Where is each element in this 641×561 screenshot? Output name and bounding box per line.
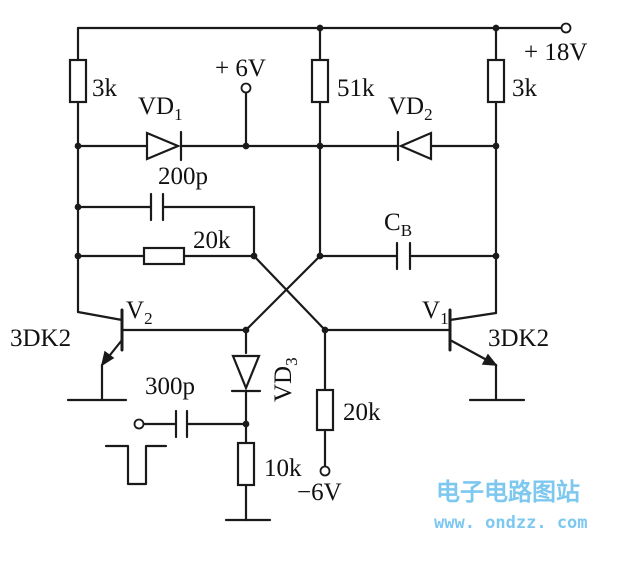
- watermark-title: 电子电路图站: [436, 478, 580, 506]
- label-c-200p: 200p: [158, 163, 208, 190]
- input-pulse-waveform: [104, 444, 168, 486]
- label-cb: CB: [384, 209, 412, 240]
- terminal-neg6v: [319, 465, 331, 477]
- label-r-20k-right: 20k: [343, 399, 381, 426]
- terminal-input: [133, 418, 145, 430]
- label-r-left-top: 3k: [92, 75, 118, 102]
- resistor-3k-right: [486, 58, 506, 104]
- label-r-mid-top: 51k: [337, 75, 375, 102]
- label-vd1: VD1: [138, 93, 183, 124]
- resistor-3k-left: [68, 58, 88, 104]
- capacitor-300p: [174, 409, 189, 439]
- resistor-20k-vertical: [315, 388, 335, 432]
- diode-vd2: [396, 130, 433, 162]
- label-v1: V1: [422, 297, 449, 328]
- label-c-300p: 300p: [145, 373, 195, 400]
- capacitor-200p: [149, 192, 165, 222]
- watermark-url: www. ondzz. com: [434, 513, 588, 533]
- label-neg6v: −6V: [297, 479, 342, 506]
- capacitor-cb: [395, 241, 412, 271]
- label-r-20k-left: 20k: [193, 227, 231, 254]
- label-q-left-type: 3DK2: [10, 325, 71, 352]
- label-q-right-type: 3DK2: [488, 325, 549, 352]
- terminal-18v: [560, 22, 572, 34]
- resistor-20k-horizontal: [142, 246, 186, 266]
- transistor-v1: [448, 308, 498, 367]
- label-v2: V2: [126, 297, 153, 328]
- label-vd3: VD3: [270, 357, 301, 402]
- wires: [66, 26, 564, 522]
- resistor-51k: [310, 58, 330, 104]
- label-vd2: VD2: [388, 93, 433, 124]
- label-6v: + 6V: [215, 55, 266, 82]
- diode-vd3: [230, 354, 262, 393]
- label-r-10k: 10k: [264, 455, 302, 482]
- terminal-6v: [240, 82, 252, 94]
- resistor-10k: [236, 441, 256, 487]
- junctions: [74, 24, 500, 428]
- label-r-right-top: 3k: [512, 75, 538, 102]
- transistor-v2: [76, 308, 124, 367]
- label-18v: + 18V: [524, 39, 587, 66]
- diode-vd1: [145, 130, 183, 162]
